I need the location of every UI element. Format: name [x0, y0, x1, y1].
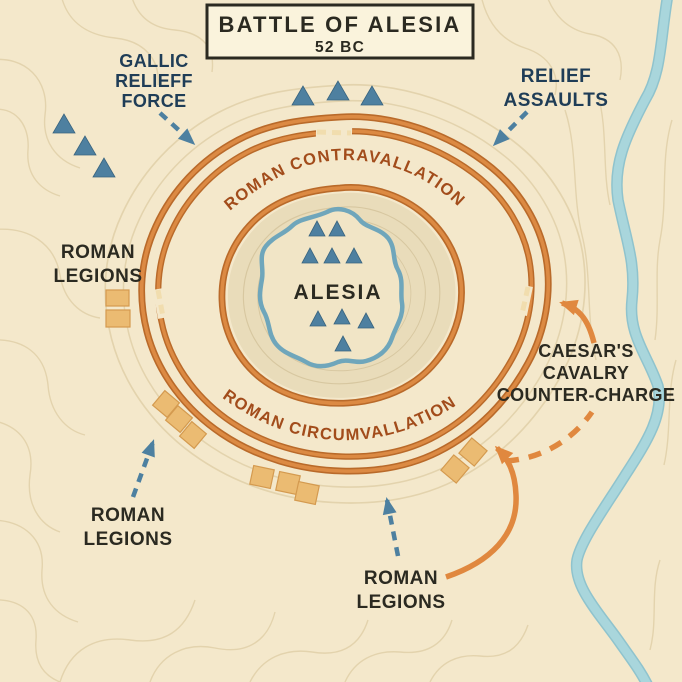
cavalry-counter-charge-arrow [559, 299, 597, 344]
contour-line [564, 109, 597, 361]
gallic-unit-triangle [52, 113, 76, 134]
contour-line [0, 339, 86, 436]
relief-assaults-label-line2: ASSAULTS [504, 90, 609, 111]
contour-line [0, 421, 61, 533]
roman-camp-square [440, 454, 470, 484]
roman-camp-square [178, 420, 208, 450]
roman-legions-south-label-line2: LEGIONS [356, 592, 445, 613]
title-box: BATTLE OF ALESIA 52 BC [205, 3, 475, 60]
contour-line [149, 611, 276, 682]
fortification-gates [153, 127, 533, 319]
gallic-unit-triangle [334, 335, 352, 352]
roman-legions-west-label-line1: ROMAN [61, 242, 135, 263]
caesars-cavalry-label-line2: CAVALRY [543, 363, 629, 383]
contour-line [59, 599, 196, 682]
roman-camp-square [105, 309, 131, 328]
contour-line [249, 619, 369, 682]
contour-line [0, 599, 61, 682]
contour-line [597, 94, 611, 206]
gallic-unit-triangle [301, 247, 319, 264]
gallic-unit-triangle [92, 157, 116, 178]
contour-line [0, 228, 101, 319]
contour-line [481, 0, 557, 96]
gallic-unit-triangle [345, 247, 363, 264]
gallic-unit-triangle [309, 310, 327, 327]
cavalry-sweep-dashed-path [505, 410, 595, 464]
caesars-cavalry-label-line3: COUNTER-CHARGE [497, 385, 676, 405]
roman-legion-camps [105, 289, 488, 506]
gallic-units-inside-alesia [301, 220, 375, 352]
gallic-unit-triangle [291, 85, 315, 106]
relief-assaults-arrow [492, 110, 529, 147]
gallic-relief-force-arrow [158, 111, 196, 146]
contour-line [649, 559, 661, 651]
gallic-unit-triangle [323, 247, 341, 264]
roman-legions-southwest-arrow [130, 439, 156, 498]
roman-legions-west-label-line2: LEGIONS [53, 266, 142, 287]
contour-line [0, 108, 61, 197]
gallic-unit-triangle [328, 220, 346, 237]
roman-legions-southwest-label-line2: LEGIONS [83, 529, 172, 550]
gallic-units-outside [52, 80, 384, 178]
gallic-unit-triangle [308, 220, 326, 237]
contour-line [663, 359, 677, 466]
contour-line [654, 119, 673, 341]
river [570, 0, 673, 682]
gallic-unit-triangle [360, 85, 384, 106]
roman-camp-square [151, 389, 181, 419]
roman-camp-square [249, 464, 275, 490]
gallic-relief-force-label-line1: GALLIC [119, 51, 188, 71]
title-box-frame [205, 3, 475, 60]
map-title: BATTLE OF ALESIA [219, 12, 462, 37]
gallic-unit-triangle [333, 308, 351, 325]
roman-camp-square [294, 480, 320, 506]
contour-line [61, 0, 159, 86]
annotation-labels: GALLIC RELIEFF FORCE RELIEF ASSAULTS ROM… [53, 51, 676, 613]
roman-camp-square [164, 404, 194, 434]
contour-line [0, 519, 79, 623]
gallic-unit-triangle [326, 80, 350, 101]
contour-line [547, 0, 622, 81]
roman-legions-south-label-line1: ROMAN [364, 568, 438, 589]
gallic-relief-force-label-line2: RELIEFF [115, 71, 193, 91]
contour-line [344, 619, 453, 682]
contour-line [429, 624, 529, 682]
roman-camp-square [458, 437, 488, 467]
river-water [572, 0, 672, 682]
caesars-cavalry-label-line1: CAESAR'S [538, 341, 634, 361]
annotation-arrows [130, 110, 597, 580]
roman-camp-square [105, 289, 130, 307]
gate-east-dashes [519, 286, 531, 315]
map-subtitle: 52 BC [315, 39, 365, 56]
contour-line [0, 58, 81, 169]
relief-assaults-label-line1: RELIEF [521, 66, 592, 87]
roman-legions-southwest-label-line1: ROMAN [91, 505, 165, 526]
gallic-unit-triangle [357, 312, 375, 329]
gallic-relief-force-label-line3: FORCE [122, 91, 187, 111]
alesia-label: ALESIA [293, 281, 382, 304]
gate-west-dashes [155, 289, 166, 318]
gate-north-dashes [316, 129, 352, 136]
gallic-unit-triangle [73, 135, 97, 156]
